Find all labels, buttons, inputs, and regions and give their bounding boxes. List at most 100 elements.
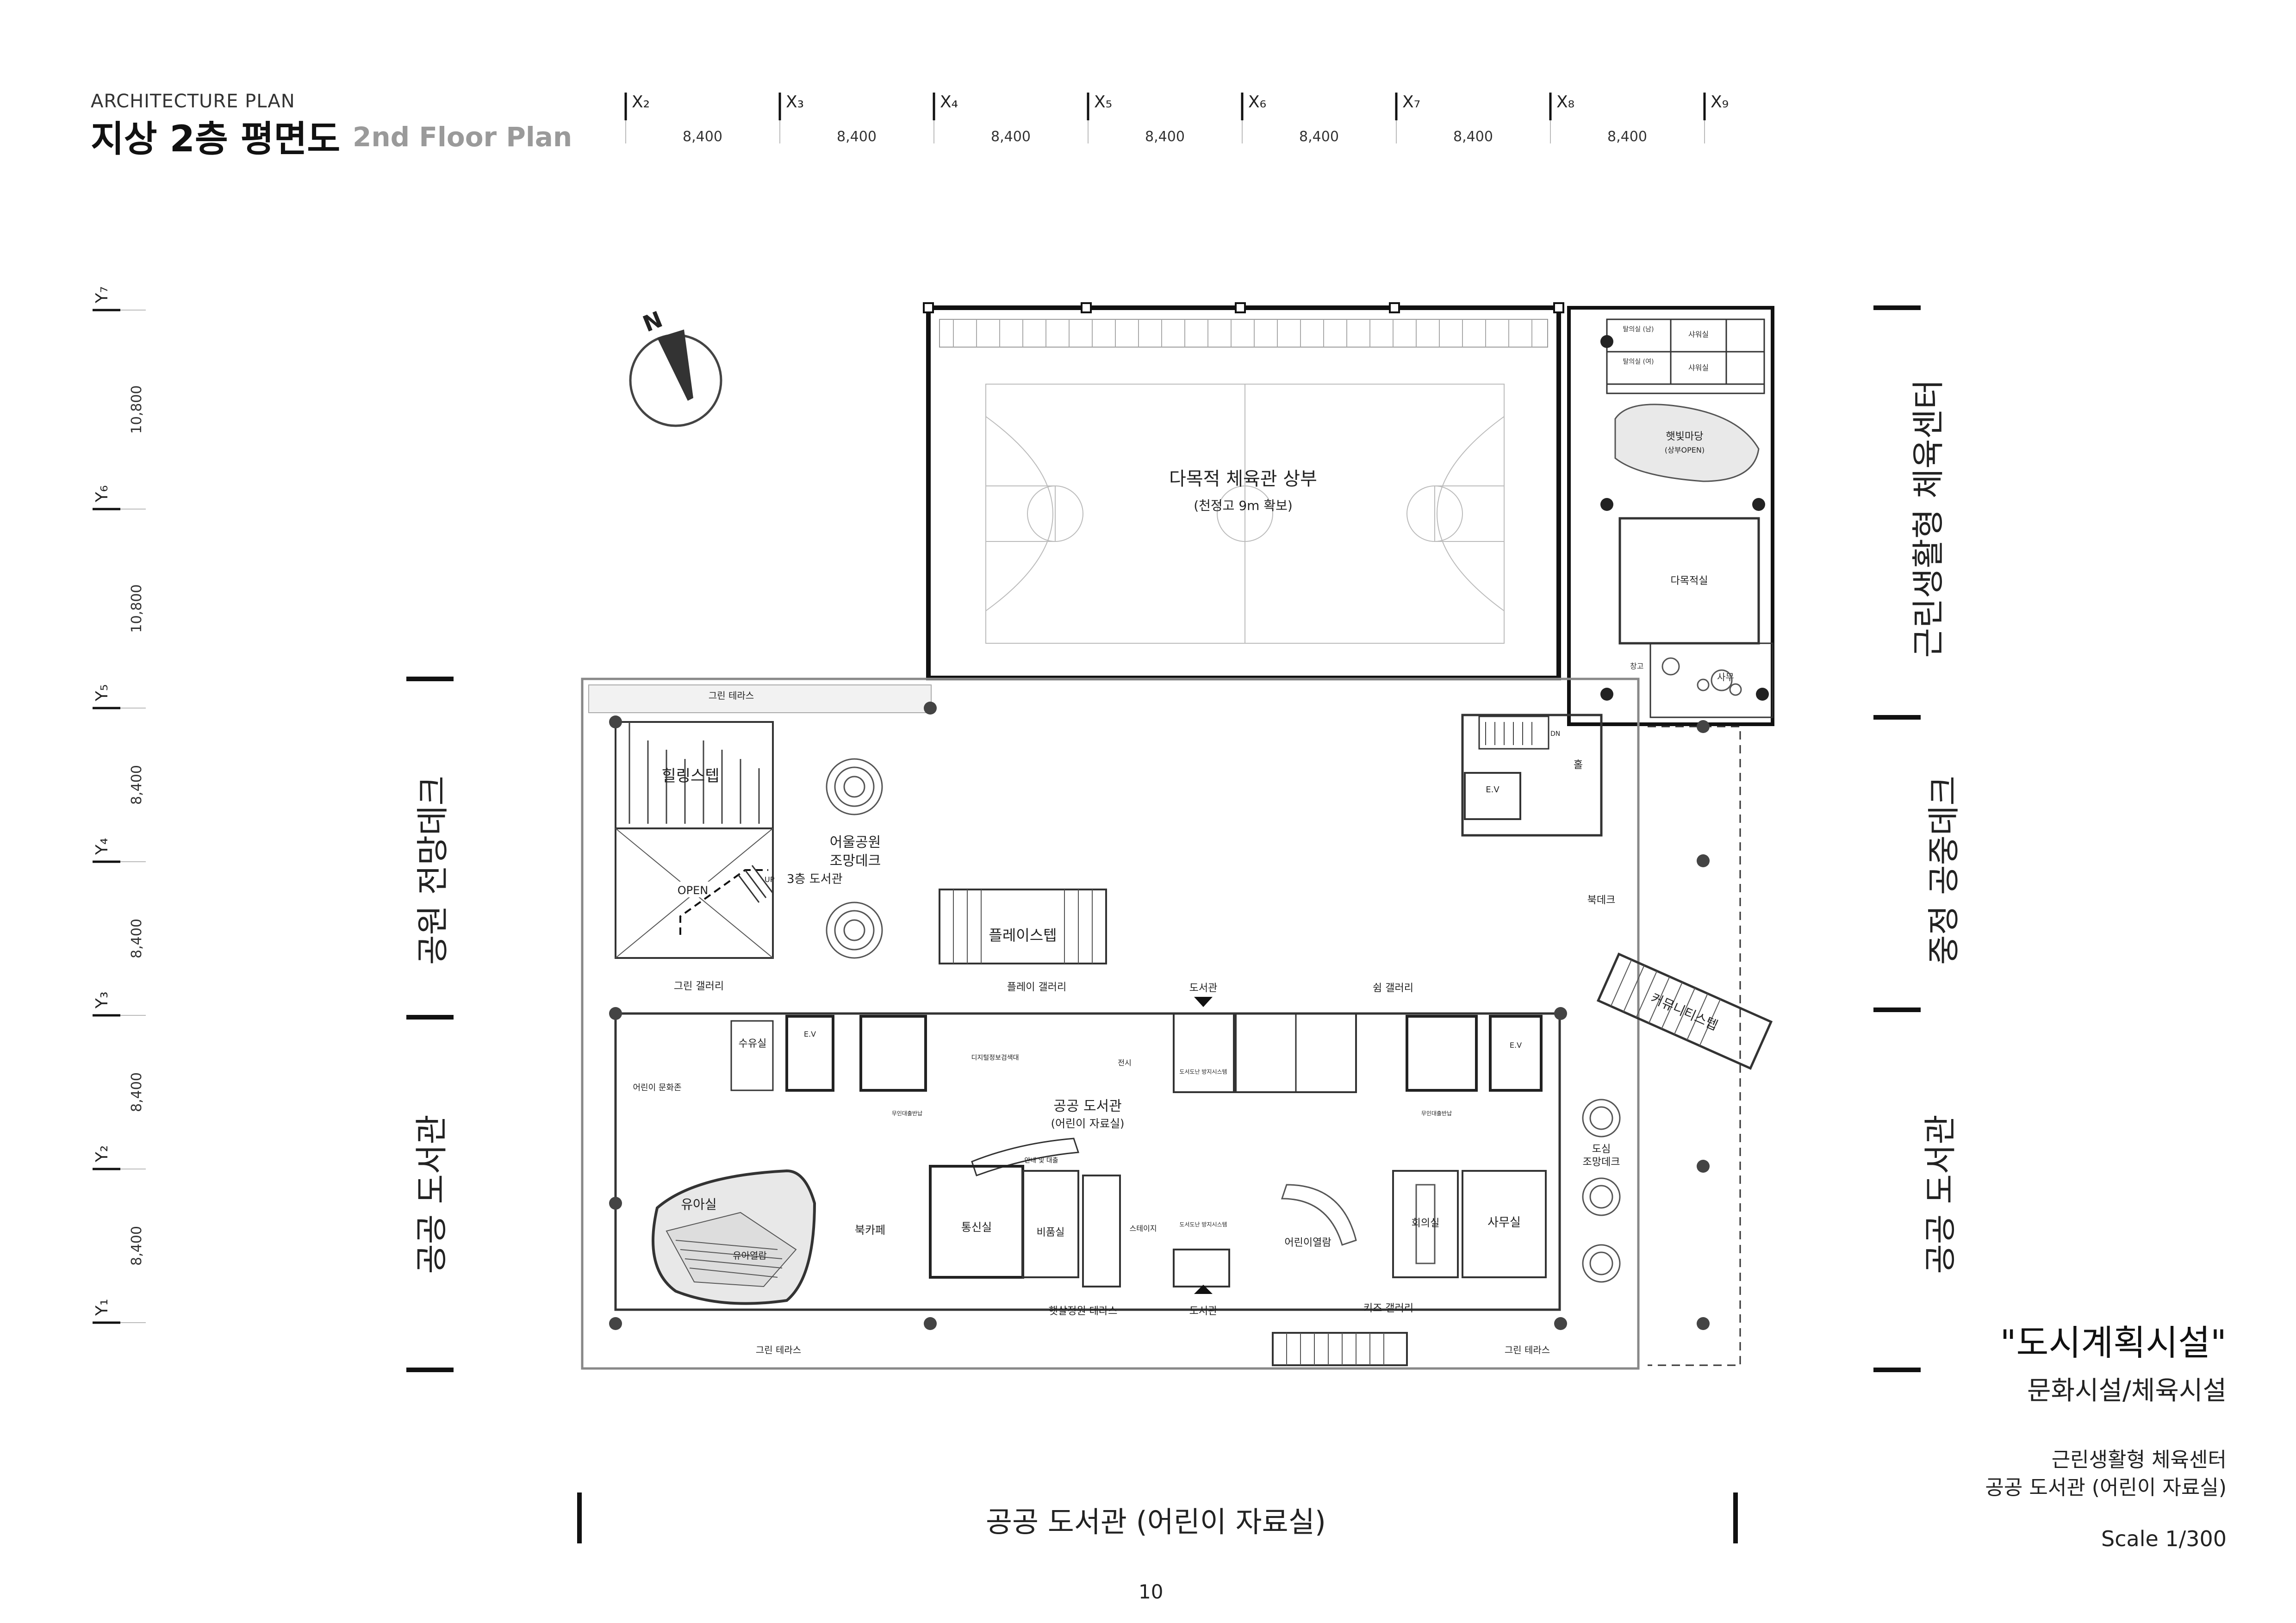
tree-icon: [1582, 1099, 1621, 1283]
y-span-label: 8,400: [129, 1226, 145, 1266]
multipurpose-room: 다목적실: [1671, 575, 1708, 587]
library-sign-bottom: 도서관: [1189, 1306, 1218, 1317]
scale-label: Scale 1/300: [2101, 1526, 2227, 1551]
meeting-room-label: 회의실: [1412, 1218, 1440, 1229]
changing-room-f: 탈의실 (여): [1623, 358, 1654, 366]
green-terrace-top: 그린 테라스: [709, 690, 754, 701]
infant-room-label: 유아실: [681, 1197, 716, 1212]
hall-label: 홀: [1574, 759, 1583, 771]
arrow-down-icon: [1194, 997, 1213, 1007]
storage-room: 창고: [1630, 662, 1643, 671]
infant-reading-label: 유아열람: [733, 1250, 767, 1261]
x-axis-label: X₈: [1556, 93, 1574, 112]
plan-subtitle: ARCHITECTURE PLAN: [91, 91, 295, 112]
book-cafe-label: 북카페: [855, 1224, 885, 1237]
up-label: UP: [765, 875, 775, 884]
hall-core: E.V 홀 DN: [1461, 714, 1603, 837]
play-step-label: 플레이스텝: [989, 927, 1057, 944]
x-axis-label: X₅: [1094, 93, 1112, 112]
zone-label-sports-center: 근린생활형 체육센터: [1909, 379, 1948, 658]
green-terrace-bottom-right: 그린 테라스: [1505, 1344, 1550, 1356]
x-span-label: 8,400: [1145, 129, 1185, 145]
city-deck-sub: 조망데크: [1583, 1157, 1620, 1168]
to-3f-library: 3층 도서관: [787, 872, 843, 886]
y-axis-label: Y₂: [93, 1145, 112, 1163]
y-grid-axes: [93, 309, 120, 1324]
rest-gallery-label: 쉼 갤러리: [1373, 983, 1413, 994]
x-axis-label: X₃: [786, 93, 804, 112]
zone-label-park-deck: 공원 전망데크: [413, 776, 452, 965]
city-deck-label: 도심: [1592, 1144, 1611, 1155]
y-axis-label: Y₄: [93, 838, 112, 855]
supply-room-label: 비품실: [1037, 1227, 1065, 1238]
info-desk-label: 안내 및 대출: [1024, 1157, 1058, 1164]
sunny-terrace-label: 햇살정원 테라스: [1049, 1306, 1118, 1317]
legend-line-1: 근린생활형 체육센터: [2051, 1448, 2227, 1472]
book-deck-label: 북데크: [1587, 895, 1616, 906]
green-terrace-bottom-left: 그린 테라스: [756, 1344, 801, 1356]
office-label: 사무실: [1487, 1216, 1521, 1230]
shower-room: 샤워실: [1688, 330, 1709, 339]
dn-label: DN: [1550, 730, 1560, 738]
kids-reading-label: 어린이열람: [1284, 1237, 1331, 1249]
library-area: [614, 1012, 1561, 1311]
page-number: 10: [1139, 1580, 1164, 1603]
x-axis-label: X₄: [940, 93, 958, 112]
zone-bars: [406, 305, 1921, 1543]
library-sign-top: 도서관: [1189, 983, 1218, 994]
x-axis-label: X₇: [1402, 93, 1420, 112]
nursing-room: 수유실: [739, 1038, 767, 1050]
y-axis-label: Y₆: [93, 485, 112, 503]
community-step: 커뮤니티스텝: [1596, 952, 1773, 1070]
x-grid-axes-thin: [625, 120, 1705, 143]
x-grid-axes: [624, 93, 1706, 120]
y-span-label: 8,400: [129, 919, 145, 958]
y-span-label: 10,800: [129, 386, 145, 434]
public-library-sub: (어린이 자료실): [1051, 1117, 1125, 1130]
healing-step: 힐링스텝: [615, 721, 774, 829]
healing-step-label: 힐링스텝: [661, 767, 719, 785]
y-span-label: 8,400: [129, 1072, 145, 1112]
x-span-label: 8,400: [1299, 129, 1339, 145]
ev-label: E.V: [1486, 785, 1500, 795]
y-span-label: 8,400: [129, 765, 145, 805]
park-deck-sub: 조망데크: [830, 853, 881, 869]
north-arrow-icon: N: [629, 306, 722, 427]
park-deck-label: 어울공원: [830, 834, 881, 851]
changing-room-m: 탈의실 (남): [1623, 326, 1654, 333]
y-axis-label: Y₇: [93, 286, 112, 304]
play-step: 플레이스텝: [939, 889, 1107, 964]
y-axis-label: Y₅: [93, 684, 112, 702]
sunny-yard-void: [1614, 404, 1760, 482]
plan-title-english: 2nd Floor Plan: [353, 121, 572, 153]
self-return-label: 무인대출반납: [892, 1110, 922, 1117]
green-gallery-label: 그린 갤러리: [674, 981, 724, 992]
open-void: OPEN UP 3층 도서관: [615, 827, 843, 959]
comm-room-label: 통신실: [961, 1221, 992, 1234]
sunny-yard-sub: (상부OPEN): [1665, 446, 1705, 454]
kids-gallery-label: 키즈 갤러리: [1363, 1303, 1413, 1314]
self-return-label-2: 무인대출반납: [1421, 1110, 1452, 1117]
svg-text:N: N: [639, 306, 666, 337]
ev-label-2: E.V: [804, 1030, 816, 1038]
x-span-label: 8,400: [1607, 129, 1647, 145]
tree-icon: [826, 758, 883, 959]
x-axis-label: X₆: [1248, 93, 1266, 112]
ev-label-3: E.V: [1510, 1041, 1522, 1050]
x-span-label: 8,400: [1453, 129, 1493, 145]
digital-search-label: 디지털정보검색대: [971, 1054, 1019, 1062]
plan-title: 지상 2층 평면도: [91, 118, 341, 160]
zone-label-library-left: 공공 도서관: [412, 1114, 451, 1274]
gym-title: 다목적 체육관 상부: [1169, 468, 1317, 490]
x-span-label: 8,400: [991, 129, 1031, 145]
podium-block: 힐링스텝 OPEN UP 3층 도서관 어울공원 조망데크: [581, 678, 1773, 1370]
shower-room: 샤워실: [1688, 363, 1709, 372]
x-span-label: 8,400: [837, 129, 877, 145]
stage-label: 스테이지: [1130, 1224, 1157, 1233]
y-span-label: 10,800: [129, 585, 145, 633]
public-library-label: 공공 도서관: [1053, 1098, 1122, 1114]
y-axis-label: Y₃: [93, 992, 112, 1009]
legend-subtitle: 문화시설/체육시설: [2027, 1376, 2227, 1406]
legend-title: "도시계획시설": [2000, 1322, 2227, 1363]
